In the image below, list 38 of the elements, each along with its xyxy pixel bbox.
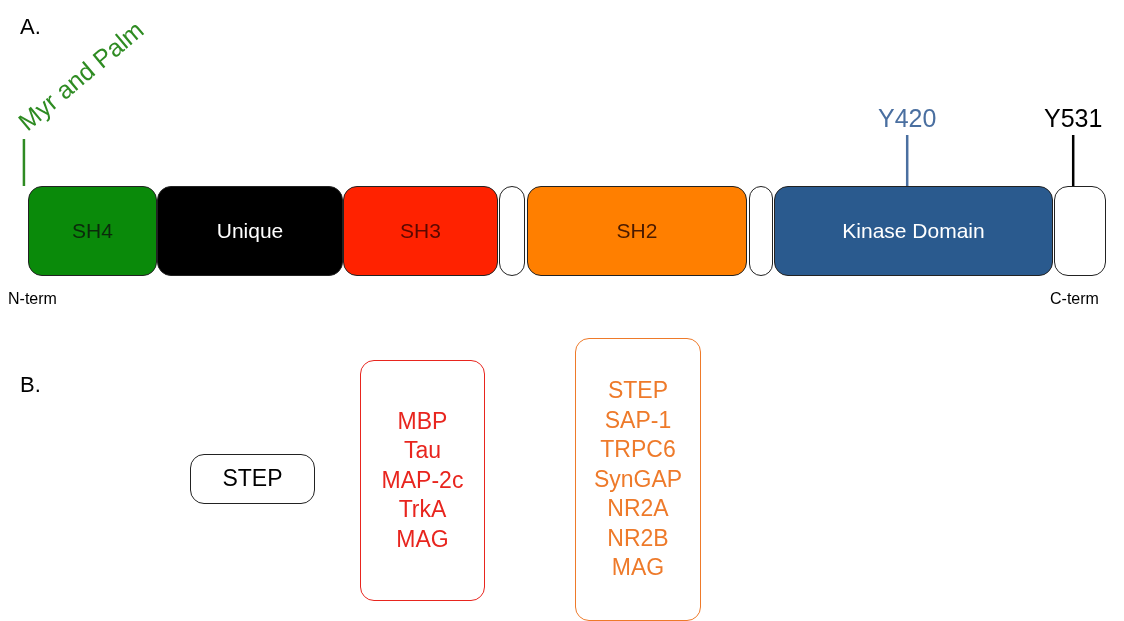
- interactor-list-box: [575, 338, 701, 621]
- substrate-list-box: [360, 360, 485, 601]
- protein-box: [190, 454, 315, 504]
- protein-name: TrkA: [398, 496, 447, 524]
- linker-box: [749, 186, 773, 276]
- terminus-label: N-term: [8, 290, 57, 308]
- leader-line: [905, 135, 909, 186]
- protein-name: MAG: [611, 554, 665, 583]
- linker-box: [499, 186, 525, 276]
- domain-box: [28, 186, 157, 276]
- panel-label: B.: [20, 372, 41, 398]
- protein-name: SAP-1: [604, 406, 672, 435]
- domain-box: [343, 186, 498, 276]
- domain-label: SH3: [400, 218, 441, 244]
- protein-name: MAG: [396, 525, 449, 554]
- domain-label: SH2: [616, 218, 658, 244]
- protein-name: STEP: [607, 376, 669, 405]
- domain-label: SH4: [72, 218, 113, 244]
- domain-label: STEP: [222, 465, 283, 493]
- protein-name: TRPC6: [600, 436, 676, 464]
- protein-name: MAP-2c: [381, 466, 464, 495]
- domain-box: [527, 186, 747, 276]
- domain-label: Unique: [216, 218, 284, 244]
- leader-line: [22, 139, 26, 186]
- modification-label: Y420: [878, 106, 937, 131]
- domain-box: [157, 186, 343, 276]
- domain-label: Kinase Domain: [842, 218, 985, 244]
- terminus-label: C-term: [1050, 290, 1099, 308]
- modification-label: Y531: [1044, 106, 1103, 131]
- panel-label: A.: [20, 14, 41, 40]
- protein-name: MBP: [397, 407, 448, 436]
- domain-box: [774, 186, 1053, 276]
- protein-name: NR2B: [607, 524, 669, 553]
- protein-name: Tau: [403, 437, 442, 465]
- leader-line: [1071, 135, 1075, 186]
- protein-name: SynGAP: [593, 465, 683, 494]
- protein-name: NR2A: [607, 495, 669, 523]
- terminal-box: [1054, 186, 1106, 276]
